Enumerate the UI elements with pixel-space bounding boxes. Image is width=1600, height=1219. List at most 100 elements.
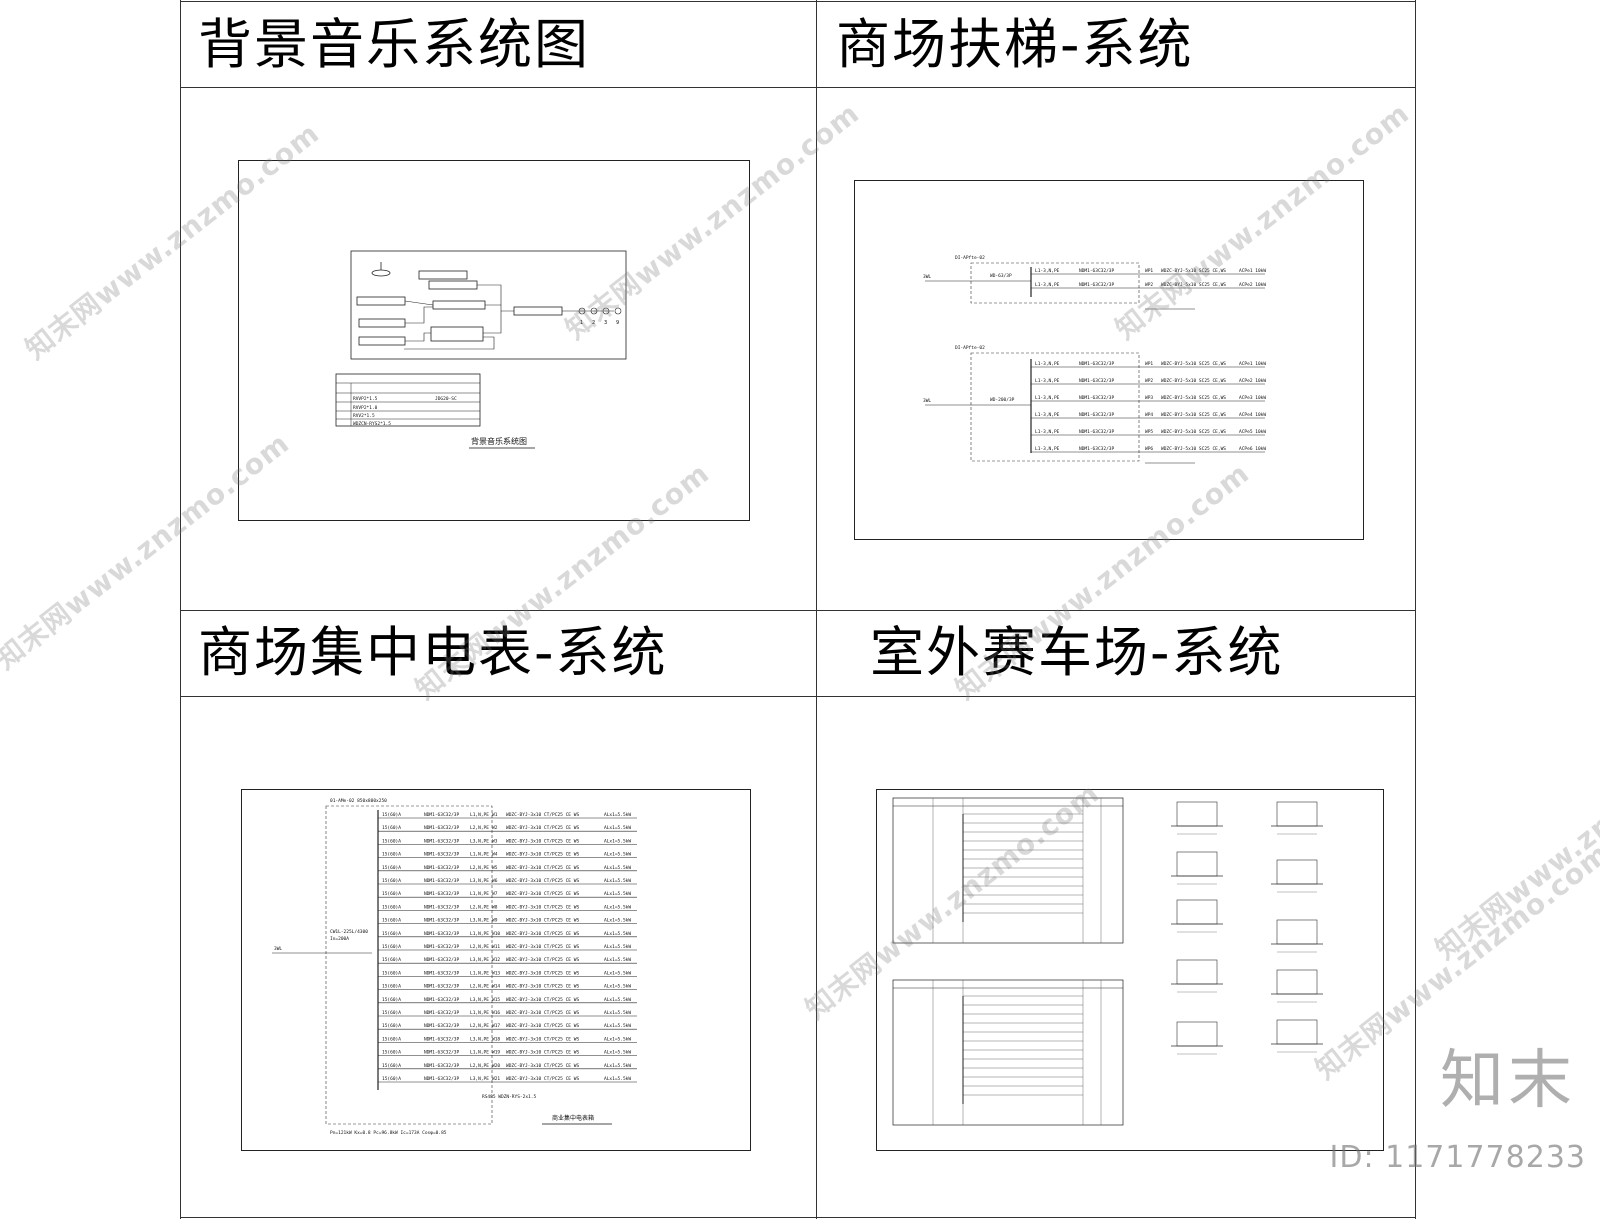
meter-rating: 15(60)A — [382, 904, 401, 910]
meter-cable: WDZC-BYJ-3x10 CT/PC25 CE WS — [506, 852, 579, 858]
meter-phase: L3,N,PE — [470, 838, 489, 844]
meter-rating: 15(60)A — [382, 970, 401, 976]
circuit-load: ACPe6 10kW — [1239, 446, 1266, 452]
circuit-cable: WDZC-BYJ-5x10 SC25 CE,WS — [1161, 268, 1226, 274]
escalator-main-2: WD-200/3P — [990, 397, 1015, 403]
speaker-number: 3 — [604, 320, 607, 326]
meter-breaker: NDM1-63C32/3P — [424, 812, 460, 818]
detail-sketch — [1176, 801, 1218, 827]
meter-cable: WDZC-BYJ-3x10 CT/PC25 CE WS — [506, 1050, 579, 1056]
schedule-table — [892, 979, 1124, 1126]
circuit-id: WP2 — [1145, 282, 1153, 288]
bgm-caption: 背景音乐系统图 — [471, 436, 527, 446]
meter-load: ALx1=5.5kW — [604, 904, 631, 910]
meter-circuit-id: W19 — [492, 1050, 500, 1056]
meter-load: ALx1=5.5kW — [604, 1010, 631, 1016]
speaker-number: 2 — [592, 320, 595, 326]
circuit-load: ACPe2 10kW — [1239, 378, 1266, 384]
meter-rating: 15(60)A — [382, 944, 401, 950]
meter-phase: L2,N,PE — [470, 984, 489, 990]
meter-phase: L3,N,PE — [470, 878, 489, 884]
meter-breaker: NDM1-63C32/3P — [424, 1010, 460, 1016]
meter-load: ALx1=5.5kW — [604, 891, 631, 897]
circuit-phase: L1-3,N,PE — [1035, 429, 1060, 435]
speaker-number: 1 — [580, 320, 583, 326]
meter-phase: L1,N,PE — [470, 852, 489, 858]
circuit-phase: L1-3,N,PE — [1035, 412, 1060, 418]
circuit-id: WP5 — [1145, 429, 1153, 435]
panel-title-racetrack: 室外赛车场-系统 — [870, 621, 1284, 684]
circuit-breaker: NDM1-63C32/3P — [1079, 395, 1115, 401]
meter-breaker: NDM1-63C32/3P — [424, 944, 460, 950]
racetrack-diagram — [892, 797, 1323, 1126]
circuit-cable: WDZC-BYJ-5x10 SC25 CE,WS — [1161, 395, 1226, 401]
meter-breaker: NDM1-63C32/3P — [424, 1063, 460, 1069]
escalator-main-1: WD-63/3P — [990, 273, 1012, 279]
meter-circuit-id: W6 — [492, 878, 498, 884]
circuit-cable: WDZC-BYJ-5x10 SC25 CE,WS — [1161, 412, 1226, 418]
meter-circuit-id: W11 — [492, 944, 500, 950]
bgm-drawing: 1 2 3 9 RVVP2*1.5 RVVP2*1.0 RVV2*1.5 WDZ… — [238, 160, 750, 521]
meter-circuit-id: W17 — [492, 1023, 500, 1029]
meter-phase: L2,N,PE — [470, 1023, 489, 1029]
meter-cable: WDZC-BYJ-3x10 CT/PC25 CE WS — [506, 1036, 579, 1042]
circuit-phase: L1-3,N,PE — [1035, 395, 1060, 401]
circuit-id: WP4 — [1145, 412, 1153, 418]
meter-load: ALx1=5.5kW — [604, 957, 631, 963]
meter-load: ALx1=5.5kW — [604, 852, 631, 858]
meter-load: ALx1=5.5kW — [604, 812, 631, 818]
meter-drawing: 01-AMe-02 850x800x250 3WL CW1L-225L/4300… — [241, 789, 751, 1151]
detail-sketch — [1276, 1019, 1318, 1045]
meter-footer-note: Pn=121kW Kx=0.8 Pc=96.8kW Ic=173A Cosφ=0… — [330, 1130, 447, 1136]
meter-phase: L2,N,PE — [470, 944, 489, 950]
panel-title-escalator: 商场扶梯-系统 — [836, 13, 1194, 76]
meter-phase: L2,N,PE — [470, 1063, 489, 1069]
speaker-icons — [578, 307, 622, 315]
meter-cable: WDZC-BYJ-3x10 CT/PC25 CE WS — [506, 904, 579, 910]
meter-rating: 15(60)A — [382, 984, 401, 990]
meter-breaker: NDM1-63C32/3P — [424, 1050, 460, 1056]
meter-rating: 15(60)A — [382, 891, 401, 897]
meter-circuit-id: W8 — [492, 904, 498, 910]
meter-breaker: NDM1-63C32/3P — [424, 957, 460, 963]
meter-cable: WDZC-BYJ-3x10 CT/PC25 CE WS — [506, 1010, 579, 1016]
microphone-icon — [371, 269, 391, 277]
meter-caption: 商业集中电表箱 — [552, 1114, 594, 1122]
meter-feed: 3WL — [274, 946, 282, 952]
circuit-breaker: NDM1-63C32/3P — [1079, 268, 1115, 274]
circuit-load: ACPe5 10kW — [1239, 429, 1266, 435]
meter-rating: 15(60)A — [382, 852, 401, 858]
legend-row: WDZCN-RYS2*1.5 — [353, 421, 391, 427]
meter-rating: 15(60)A — [382, 1050, 401, 1056]
meter-rating: 15(60)A — [382, 1076, 401, 1082]
meter-load: ALx1=5.5kW — [604, 984, 631, 990]
meter-breaker: NDM1-63C32/3P — [424, 825, 460, 831]
circuit-cable: WDZC-BYJ-5x10 SC25 CE,WS — [1161, 446, 1226, 452]
meter-load: ALx1=5.5kW — [604, 825, 631, 831]
circuit-phase: L1-3,N,PE — [1035, 446, 1060, 452]
meter-phase: L2,N,PE — [470, 825, 489, 831]
meter-breaker: NDM1-63C32/3P — [424, 852, 460, 858]
meter-cable: WDZC-BYJ-3x10 CT/PC25 CE WS — [506, 865, 579, 871]
meter-rating: 15(60)A — [382, 865, 401, 871]
racetrack-details — [1171, 801, 1323, 1055]
meter-load: ALx1=5.5kW — [604, 1076, 631, 1082]
meter-rating: 15(60)A — [382, 957, 401, 963]
meter-load: ALx1=5.5kW — [604, 865, 631, 871]
circuit-load: ACPe4 10kW — [1239, 412, 1266, 418]
meter-phase: L1,N,PE — [470, 931, 489, 937]
circuit-id: WP1 — [1145, 268, 1153, 274]
meter-cable: WDZC-BYJ-3x10 CT/PC25 CE WS — [506, 878, 579, 884]
legend-right: JDG20-SC — [435, 396, 457, 402]
meter-diagram: 01-AMe-02 850x800x250 3WL CW1L-225L/4300… — [272, 798, 637, 1136]
legend-row: RVVP2*1.5 — [353, 396, 378, 402]
meter-cable: WDZC-BYJ-3x10 CT/PC25 CE WS — [506, 918, 579, 924]
meter-cable: WDZC-BYJ-3x10 CT/PC25 CE WS — [506, 944, 579, 950]
circuit-id: WP6 — [1145, 446, 1153, 452]
meter-breaker: NDM1-63C32/3P — [424, 984, 460, 990]
meter-rating: 15(60)A — [382, 838, 401, 844]
